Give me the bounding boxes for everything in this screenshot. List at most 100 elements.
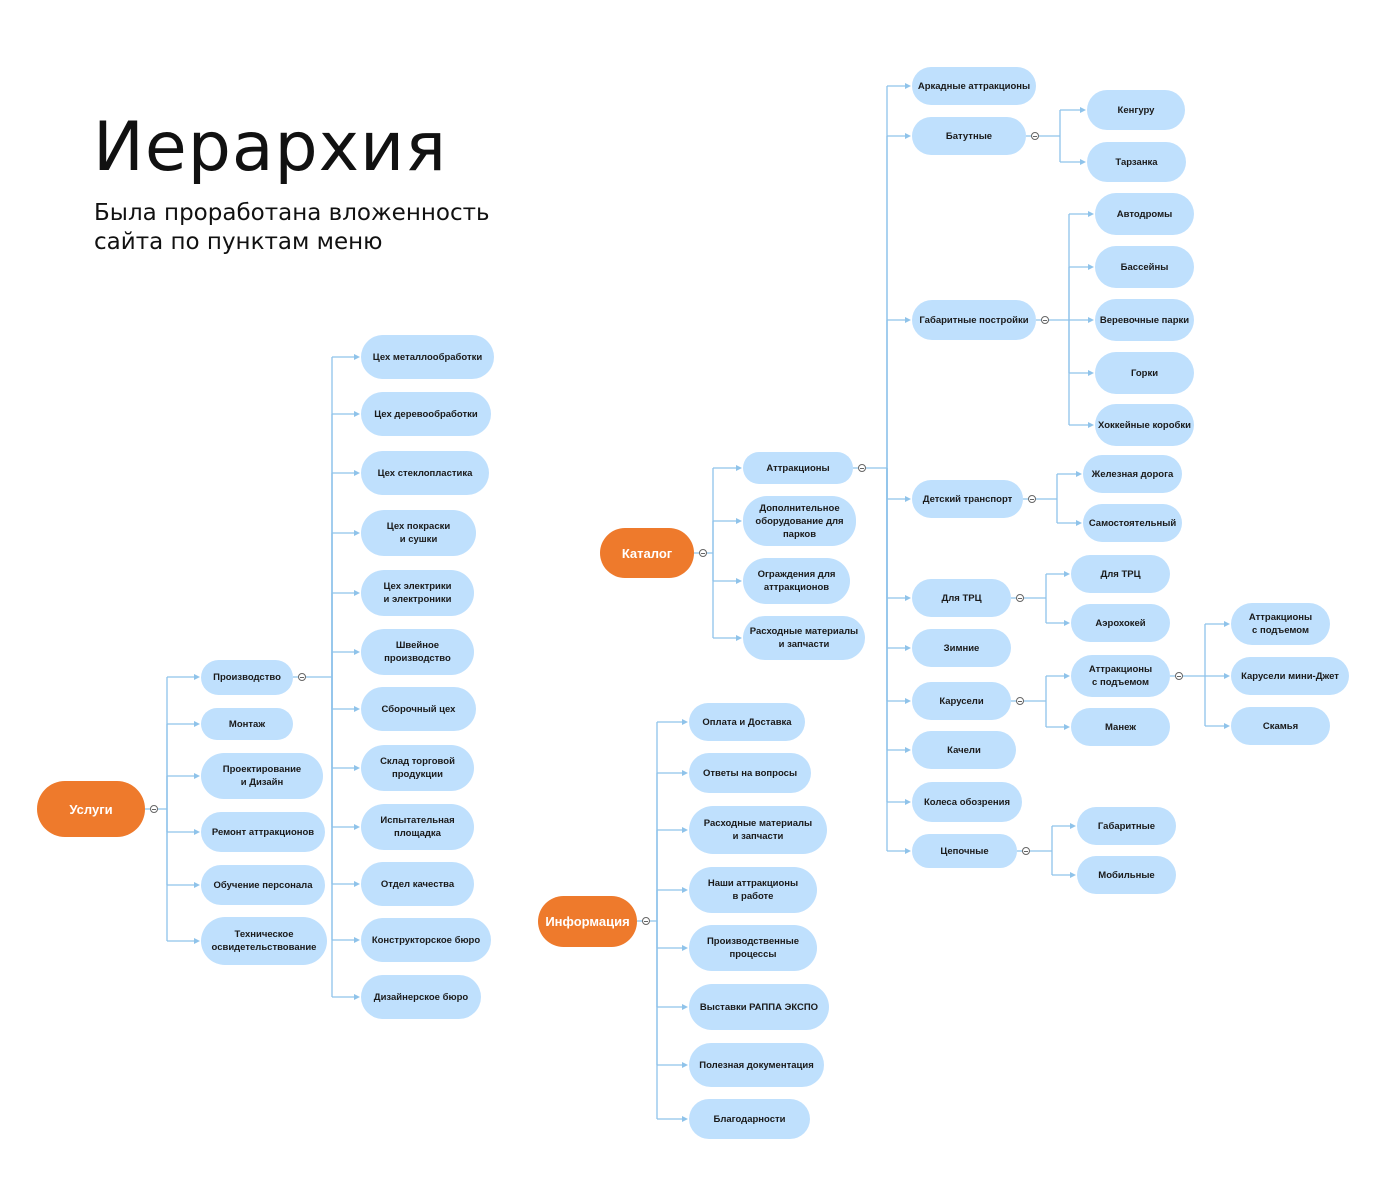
- collapse-toggle-icon[interactable]: [1016, 594, 1024, 602]
- node-attr[interactable]: Аттракционы: [743, 452, 853, 484]
- node-p1[interactable]: Цех металлообработки: [361, 335, 494, 379]
- node-p12[interactable]: Дизайнерское бюро: [361, 975, 481, 1019]
- collapse-toggle-icon[interactable]: [1175, 672, 1183, 680]
- arrow-head-icon: [354, 530, 360, 536]
- arrow-head-icon: [1070, 823, 1076, 829]
- arrow-head-icon: [354, 765, 360, 771]
- node-label: Для ТРЦ: [941, 592, 982, 604]
- node-proekt[interactable]: Проектирование и Дизайн: [201, 753, 323, 799]
- node-p5[interactable]: Цех электрики и электроники: [361, 570, 474, 616]
- node-p10[interactable]: Отдел качества: [361, 862, 474, 906]
- collapse-toggle-icon[interactable]: [1022, 847, 1030, 855]
- node-rashod1[interactable]: Расходные материалы и запчасти: [743, 616, 865, 660]
- node-batut[interactable]: Батутные: [912, 117, 1026, 155]
- node-dlyatrc[interactable]: Для ТРЦ: [912, 579, 1011, 617]
- node-dlyatrc2[interactable]: Для ТРЦ: [1071, 555, 1170, 593]
- node-label: Аэрохокей: [1095, 617, 1146, 629]
- arrow-head-icon: [354, 354, 360, 360]
- collapse-toggle-icon[interactable]: [858, 464, 866, 472]
- node-polezn[interactable]: Полезная документация: [689, 1043, 824, 1087]
- node-zhd[interactable]: Железная дорога: [1083, 455, 1182, 493]
- arrow-head-icon: [682, 887, 688, 893]
- node-rashod2[interactable]: Расходные материалы и запчасти: [689, 806, 827, 854]
- node-dopob[interactable]: Дополнительное оборудование для парков: [743, 496, 856, 546]
- collapse-toggle-icon[interactable]: [1028, 495, 1036, 503]
- collapse-toggle-icon[interactable]: [1016, 697, 1024, 705]
- node-obuchenie[interactable]: Обучение персонала: [201, 865, 325, 905]
- node-manezh[interactable]: Манеж: [1071, 708, 1170, 746]
- node-basseyn[interactable]: Бассейны: [1095, 246, 1194, 288]
- node-proizvodstvo[interactable]: Производство: [201, 659, 293, 695]
- node-verevoch[interactable]: Веревочные парки: [1095, 299, 1194, 341]
- node-kacheli[interactable]: Качели: [912, 731, 1016, 769]
- node-hokkey[interactable]: Хоккейные коробки: [1095, 404, 1194, 446]
- collapse-toggle-icon[interactable]: [298, 673, 306, 681]
- node-remont[interactable]: Ремонт аттракционов: [201, 812, 325, 852]
- node-dettrans[interactable]: Детский транспорт: [912, 480, 1023, 518]
- collapse-toggle-icon[interactable]: [1041, 316, 1049, 324]
- node-cepoch[interactable]: Цепочные: [912, 834, 1017, 868]
- node-otvety[interactable]: Ответы на вопросы: [689, 753, 811, 793]
- node-p4[interactable]: Цех покраски и сушки: [361, 510, 476, 556]
- node-zimnie[interactable]: Зимние: [912, 629, 1011, 667]
- arrow-head-icon: [1064, 724, 1070, 730]
- node-p3[interactable]: Цех стеклопластика: [361, 451, 489, 495]
- arrow-head-icon: [1224, 723, 1230, 729]
- collapse-toggle-icon[interactable]: [1031, 132, 1039, 140]
- node-gabarit[interactable]: Габаритные: [1077, 807, 1176, 845]
- node-gabpost[interactable]: Габаритные постройки: [912, 300, 1036, 340]
- node-arkad[interactable]: Аркадные аттракционы: [912, 67, 1036, 105]
- node-gorki[interactable]: Горки: [1095, 352, 1194, 394]
- root-node-uslugi[interactable]: Услуги: [37, 781, 145, 837]
- arrow-head-icon: [194, 674, 200, 680]
- collapse-toggle-icon[interactable]: [150, 805, 158, 813]
- node-label: Зимние: [943, 642, 980, 654]
- arrow-head-icon: [354, 411, 360, 417]
- node-spodem[interactable]: Аттракционы с подъемом: [1071, 655, 1170, 697]
- node-samost[interactable]: Самостоятельный: [1083, 504, 1182, 542]
- node-p2[interactable]: Цех деревообработки: [361, 392, 491, 436]
- node-spodem2[interactable]: Аттракционы с подъемом: [1231, 603, 1330, 645]
- arrow-head-icon: [1064, 673, 1070, 679]
- node-label: Информация: [545, 913, 630, 929]
- collapse-toggle-icon[interactable]: [642, 917, 650, 925]
- root-node-katalog[interactable]: Каталог: [600, 528, 694, 578]
- arrow-head-icon: [1088, 317, 1094, 323]
- node-label: Самостоятельный: [1088, 517, 1177, 529]
- arrow-head-icon: [905, 595, 911, 601]
- node-karuseli[interactable]: Карусели: [912, 682, 1011, 720]
- node-aerohokey[interactable]: Аэрохокей: [1071, 604, 1170, 642]
- node-p6[interactable]: Швейное производство: [361, 629, 474, 675]
- node-skamya[interactable]: Скамья: [1231, 707, 1330, 745]
- node-ograzh[interactable]: Ограждения для аттракционов: [743, 558, 850, 604]
- node-montazh[interactable]: Монтаж: [201, 708, 293, 740]
- arrow-head-icon: [1070, 872, 1076, 878]
- node-label: Ремонт аттракционов: [211, 826, 315, 838]
- node-p8[interactable]: Склад торговой продукции: [361, 745, 474, 791]
- node-label: Цех покраски и сушки: [386, 521, 451, 545]
- node-label: Качели: [947, 744, 981, 756]
- node-minijet[interactable]: Карусели мини-Джет: [1231, 657, 1349, 695]
- node-p9[interactable]: Испытательная площадка: [361, 804, 474, 850]
- node-p7[interactable]: Сборочный цех: [361, 687, 476, 731]
- node-koleso[interactable]: Колеса обозрения: [912, 782, 1022, 822]
- root-node-info[interactable]: Информация: [538, 895, 637, 947]
- node-proizvproc[interactable]: Производственные процессы: [689, 925, 817, 971]
- node-p11[interactable]: Конструкторское бюро: [361, 918, 491, 962]
- arrow-head-icon: [354, 649, 360, 655]
- arrow-head-icon: [682, 1004, 688, 1010]
- node-blagodar[interactable]: Благодарности: [689, 1099, 810, 1139]
- node-mobil[interactable]: Мобильные: [1077, 856, 1176, 894]
- collapse-toggle-icon[interactable]: [699, 549, 707, 557]
- node-oplata[interactable]: Оплата и Доставка: [689, 703, 805, 741]
- node-avtodrom[interactable]: Автодромы: [1095, 193, 1194, 235]
- node-kenguru[interactable]: Кенгуру: [1087, 90, 1185, 130]
- arrow-head-icon: [1088, 422, 1094, 428]
- arrow-head-icon: [905, 133, 911, 139]
- node-vystavki[interactable]: Выставки РАППА ЭКСПО: [689, 984, 829, 1030]
- arrow-head-icon: [1080, 107, 1086, 113]
- node-tehosv[interactable]: Техническое освидетельствование: [201, 917, 327, 965]
- node-label: Услуги: [69, 801, 113, 817]
- node-tarzanka[interactable]: Тарзанка: [1087, 142, 1186, 182]
- node-nashi[interactable]: Наши аттракционы в работе: [689, 867, 817, 913]
